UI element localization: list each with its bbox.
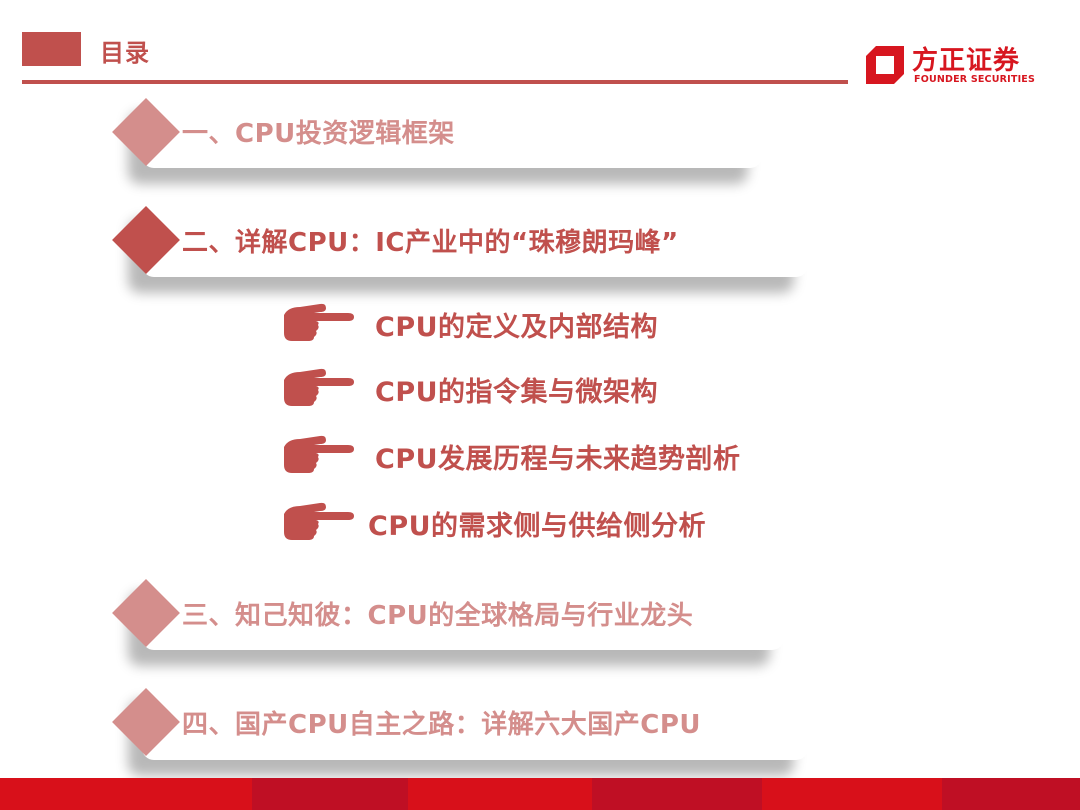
toc-subsection-1[interactable]: CPU的定义及内部结构 [280,301,700,345]
pointing-hand-icon [284,435,354,473]
diamond-bullet-icon [112,579,180,647]
toc-section-4[interactable]: 四、国产CPU自主之路：详解六大国产CPU [112,684,808,760]
footer-stripe [592,778,762,810]
diamond-bullet-icon [112,688,180,756]
pointing-hand-icon [284,303,354,341]
toc-subsection-3[interactable]: CPU发展历程与未来趋势剖析 [280,433,780,477]
toc-section-label: 三、知己知彼：CPU的全球格局与行业龙头 [182,601,694,631]
toc-subsection-4[interactable]: CPU的需求侧与供给侧分析 [280,500,740,544]
toc-section-3[interactable]: 三、知己知彼：CPU的全球格局与行业龙头 [112,576,784,650]
founder-logo-icon [866,46,904,84]
toc-subsection-label: CPU的指令集与微架构 [375,377,659,408]
logo-name-cn: 方正证券 [912,46,1021,76]
footer-stripe [762,778,942,810]
diamond-bullet-icon [112,206,180,274]
toc-section-1[interactable]: 一、CPU投资逻辑框架 [112,96,762,168]
toc-subsection-label: CPU的定义及内部结构 [375,312,659,343]
toc-section-label: 二、详解CPU：IC产业中的“珠穆朗玛峰” [182,228,679,258]
toc-subsection-label: CPU发展历程与未来趋势剖析 [375,444,741,475]
pointing-hand-icon [284,368,354,406]
logo-name-en: FOUNDER SECURITIES [914,74,1036,85]
pointing-hand-icon [284,502,354,540]
header-accent-block [22,32,81,66]
toc-section-2[interactable]: 二、详解CPU：IC产业中的“珠穆朗玛峰” [112,203,808,277]
header-divider [22,80,848,84]
footer-stripe [0,778,252,810]
footer-stripe [942,778,1080,810]
toc-section-label: 一、CPU投资逻辑框架 [182,119,455,149]
toc-subsection-2[interactable]: CPU的指令集与微架构 [280,366,700,410]
diamond-bullet-icon [112,98,180,166]
toc-subsection-label: CPU的需求侧与供给侧分析 [368,511,707,542]
footer-stripe [408,778,592,810]
page-title: 目录 [100,39,150,67]
founder-logo: 方正证券 FOUNDER SECURITIES [864,44,1054,94]
toc-section-label: 四、国产CPU自主之路：详解六大国产CPU [182,710,701,740]
footer-band [0,778,1080,810]
footer-stripe [252,778,408,810]
